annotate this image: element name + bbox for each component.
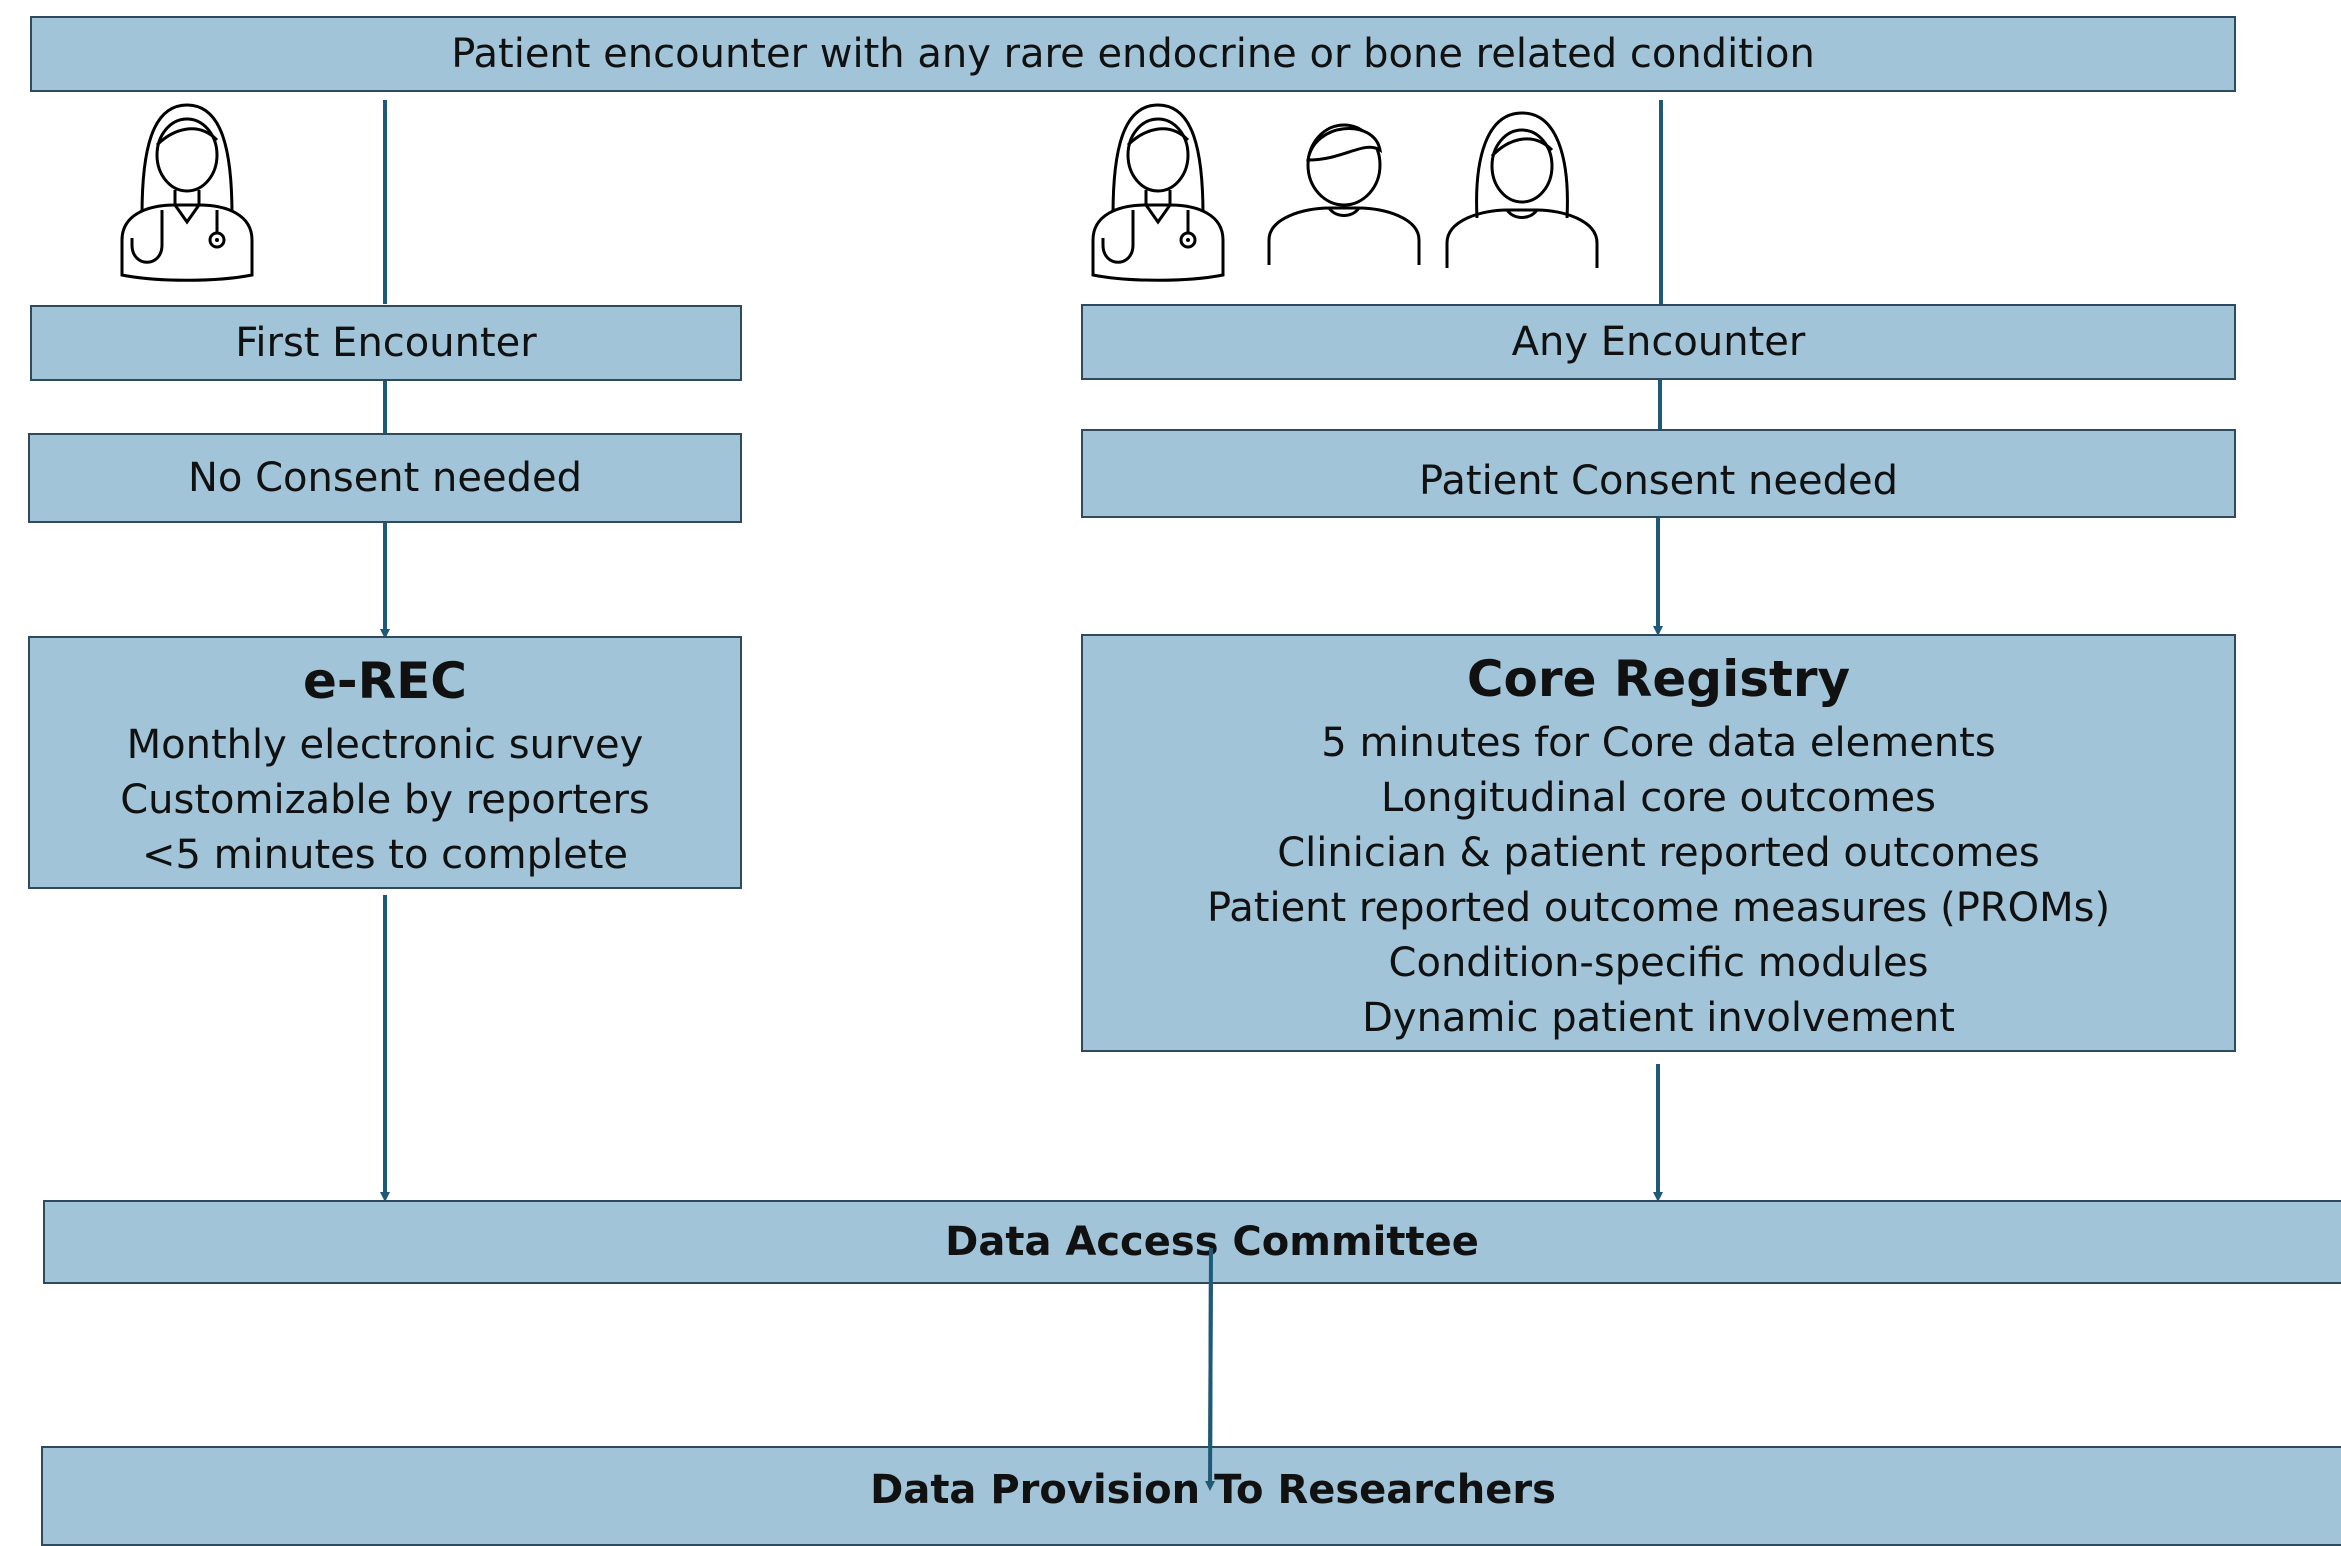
top-encounter-box: Patient encounter with any rare endocrin… [30,16,2236,92]
doctor-icon [120,103,254,282]
any-encounter-box: Any Encounter [1081,304,2236,380]
first-encounter-label: First Encounter [235,320,537,366]
erec-line: <5 minutes to complete [141,832,628,878]
arrow-committee-to-provision [1205,1247,1216,1491]
core-registry-line: Clinician & patient reported outcomes [1277,830,2040,876]
erec-line: Customizable by reporters [120,777,650,823]
doctor-icon [1091,103,1225,282]
core-registry-box: Core Registry 5 minutes for Core data el… [1081,634,2236,1052]
core-registry-line: 5 minutes for Core data elements [1321,720,1996,766]
first-encounter-box: First Encounter [30,305,742,381]
patient-consent-box: Patient Consent needed [1081,429,2236,518]
data-access-committee-box: Data Access Committee [43,1200,2341,1284]
erec-line: Monthly electronic survey [126,722,644,768]
core-registry-line: Longitudinal core outcomes [1381,775,1936,821]
female-person-icon [1445,111,1599,270]
core-registry-line: Condition-specific modules [1388,940,1929,986]
male-person-icon [1267,123,1421,267]
core-registry-line: Dynamic patient involvement [1362,995,1955,1041]
no-consent-box: No Consent needed [28,433,742,523]
top-encounter-label: Patient encounter with any rare endocrin… [451,31,1815,77]
erec-box: e-REC Monthly electronic survey Customiz… [28,636,742,889]
core-registry-title: Core Registry [1466,650,1851,708]
any-encounter-label: Any Encounter [1511,319,1806,365]
core-registry-line: Patient reported outcome measures (PROMs… [1206,885,2111,931]
patient-consent-label: Patient Consent needed [1419,457,1898,504]
erec-title: e-REC [302,652,467,710]
no-consent-label: No Consent needed [187,455,583,501]
